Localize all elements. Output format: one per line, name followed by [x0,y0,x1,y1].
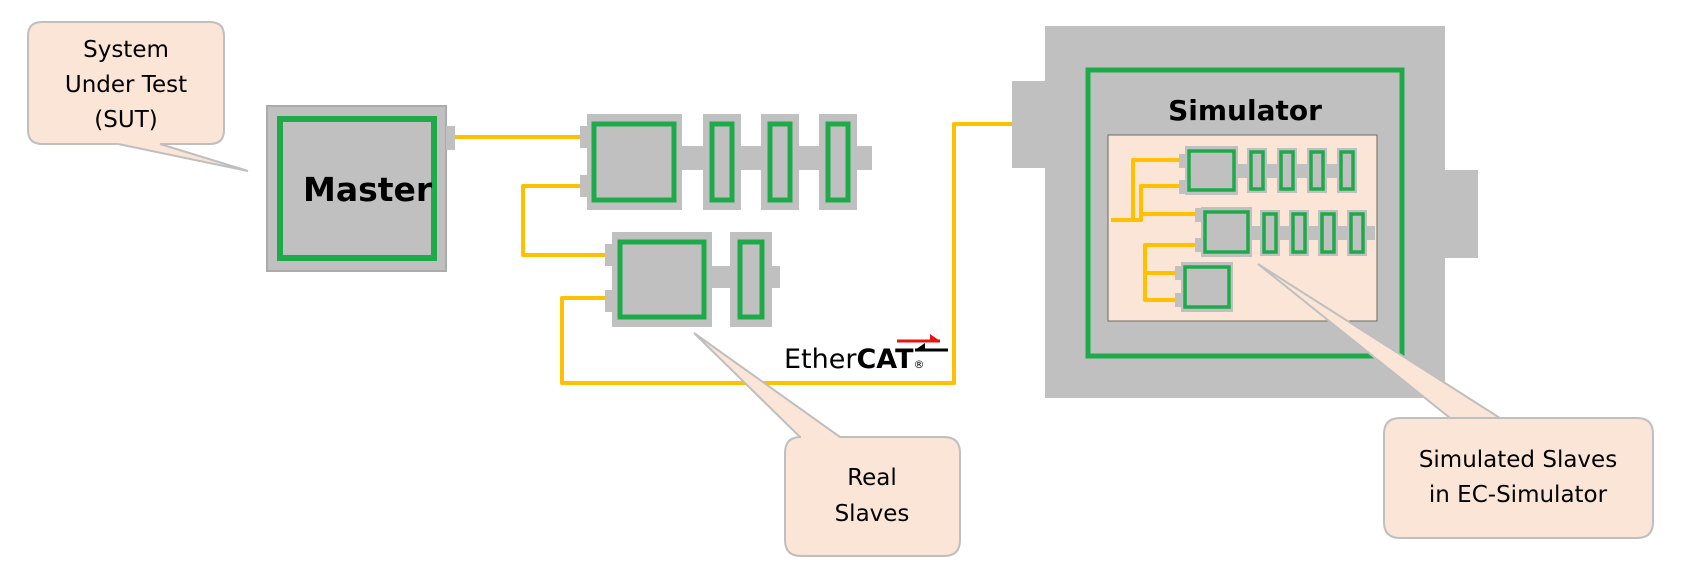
simulator-label: Simulator [1168,94,1322,127]
ethercat-logo-suffix: CAT [856,344,914,375]
callout-sut-line-3: (SUT) [94,107,157,133]
callout-real-line-1: Real [847,465,897,491]
callout-sut-line-2: Under Test [65,72,187,98]
callout-simulated-line-1: Simulated Slaves [1419,447,1617,473]
master-label: Master [303,170,433,209]
simulated-slave-3 [1175,262,1233,312]
ethercat-logo-prefix: Ether [784,344,857,375]
real-slave-chain-1 [580,114,872,210]
ethercat-logo-mark: ® [914,358,925,371]
callout-sut-line-1: System [83,37,169,63]
callout-real-slaves: Real Slaves [693,332,961,557]
simulated-slave-chain-2 [1195,207,1375,257]
ethercat-logo: EtherCAT® [784,334,948,375]
callout-sut: System Under Test (SUT) [27,21,249,172]
cable-slave1-to-slave2 [521,184,610,257]
real-slave-chain-2 [605,232,780,327]
callout-real-line-2: Slaves [835,501,910,527]
svg-text:EtherCAT®: EtherCAT® [784,344,925,375]
ethercat-arrows-icon [897,334,948,352]
callout-simulated-slaves: Simulated Slaves in EC-Simulator [1257,263,1654,539]
simulator-device: Simulator [1012,26,1478,398]
simulated-wiring [1111,158,1196,302]
simulated-slave-chain-1 [1179,146,1357,195]
callout-simulated-line-2: in EC-Simulator [1429,482,1608,508]
master-device: Master [266,105,455,272]
